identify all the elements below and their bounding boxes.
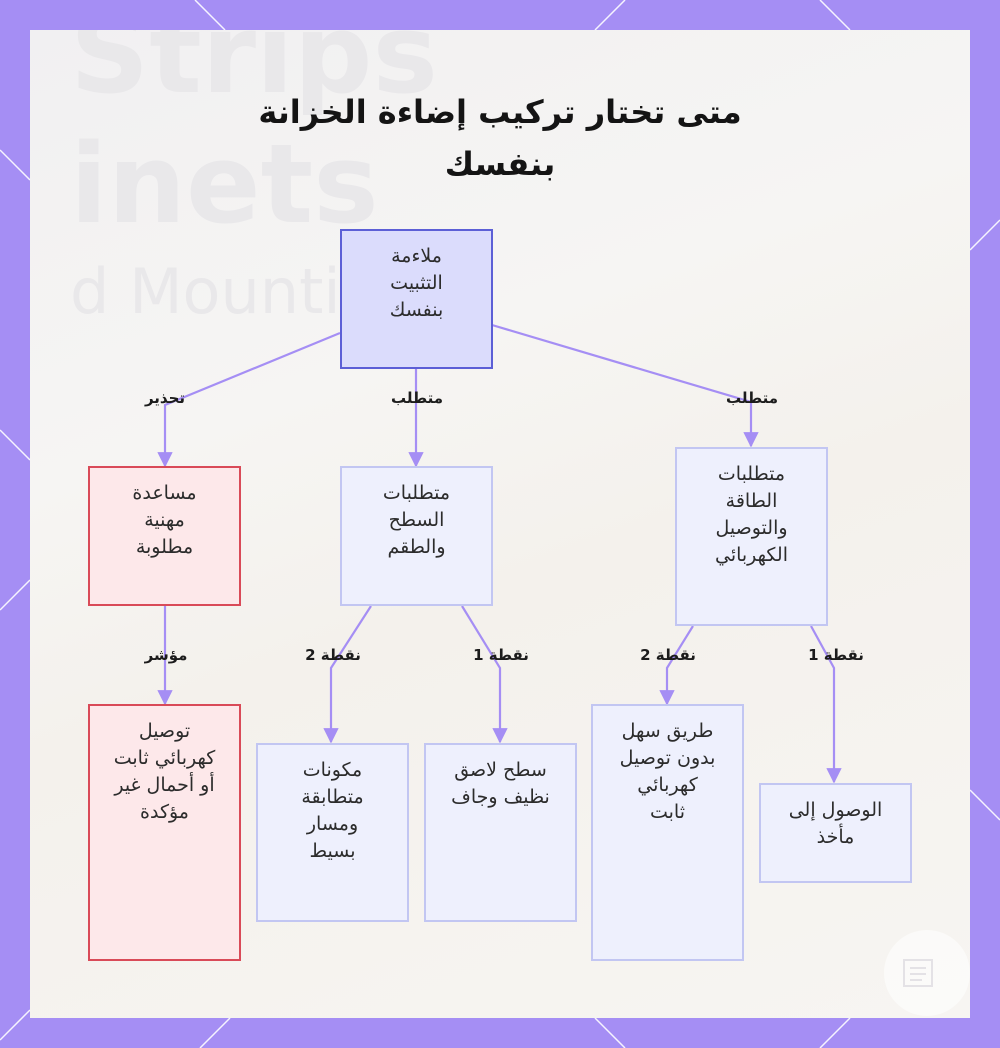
edge-label-pro-hardwired: مؤشر bbox=[144, 646, 188, 664]
node-matching-parts-text: مكونات متطابقة ومسار بسيط bbox=[301, 759, 364, 862]
node-matching-parts: مكونات متطابقة ومسار بسيط bbox=[256, 743, 409, 922]
node-power-requirements-text: متطلبات الطاقة والتوصيل الكهربائي bbox=[714, 463, 788, 566]
edge-power-outlet bbox=[810, 625, 842, 784]
node-no-hardwiring-text: طريق سهل بدون توصيل كهربائي ثابت bbox=[619, 720, 716, 823]
node-root: ملاءمة التثبيت بنفسك bbox=[340, 229, 493, 369]
node-hardwired-loads-text: توصيل كهربائي ثابت أو أحمال غير مؤكدة bbox=[113, 720, 216, 823]
node-professional-help-text: مساعدة مهنية مطلوبة bbox=[132, 482, 197, 558]
edge-root-power bbox=[491, 323, 759, 448]
node-root-text: ملاءمة التثبيت بنفسك bbox=[389, 245, 444, 321]
edge-label-root-power: متطلب bbox=[725, 389, 779, 407]
node-hardwired-loads: توصيل كهربائي ثابت أو أحمال غير مؤكدة bbox=[88, 704, 241, 961]
edge-label-root-pro: تحذير bbox=[144, 389, 186, 407]
document-logo-icon bbox=[884, 930, 970, 1016]
edge-label-surface-matching: نقطة 2 bbox=[305, 646, 361, 664]
edge-label-power-nowiring: نقطة 2 bbox=[640, 646, 696, 664]
node-no-hardwiring: طريق سهل بدون توصيل كهربائي ثابت bbox=[591, 704, 744, 961]
edge-root-pro bbox=[157, 331, 341, 468]
edge-surface-matching bbox=[323, 605, 372, 744]
edge-surface-clean bbox=[461, 605, 508, 744]
edge-label-surface-clean: نقطة 1 bbox=[473, 646, 529, 664]
node-outlet-access: الوصول إلى مأخذ bbox=[759, 783, 912, 883]
node-surface-requirements-text: متطلبات السطح والطقم bbox=[382, 482, 451, 558]
node-professional-help: مساعدة مهنية مطلوبة bbox=[88, 466, 241, 606]
node-surface-requirements: متطلبات السطح والطقم bbox=[340, 466, 493, 606]
edge-power-nowiring bbox=[659, 625, 694, 706]
edge-label-power-outlet: نقطة 1 bbox=[808, 646, 864, 664]
node-clean-surface: سطح لاصق نظيف وجاف bbox=[424, 743, 577, 922]
diagram-title: متى تختار تركيب إضاءة الخزانة بنفسك bbox=[258, 93, 742, 183]
node-outlet-access-text: الوصول إلى مأخذ bbox=[788, 799, 883, 848]
node-clean-surface-text: سطح لاصق نظيف وجاف bbox=[451, 759, 550, 808]
node-power-requirements: متطلبات الطاقة والتوصيل الكهربائي bbox=[675, 447, 828, 626]
edge-label-root-surface: متطلب bbox=[390, 389, 444, 407]
